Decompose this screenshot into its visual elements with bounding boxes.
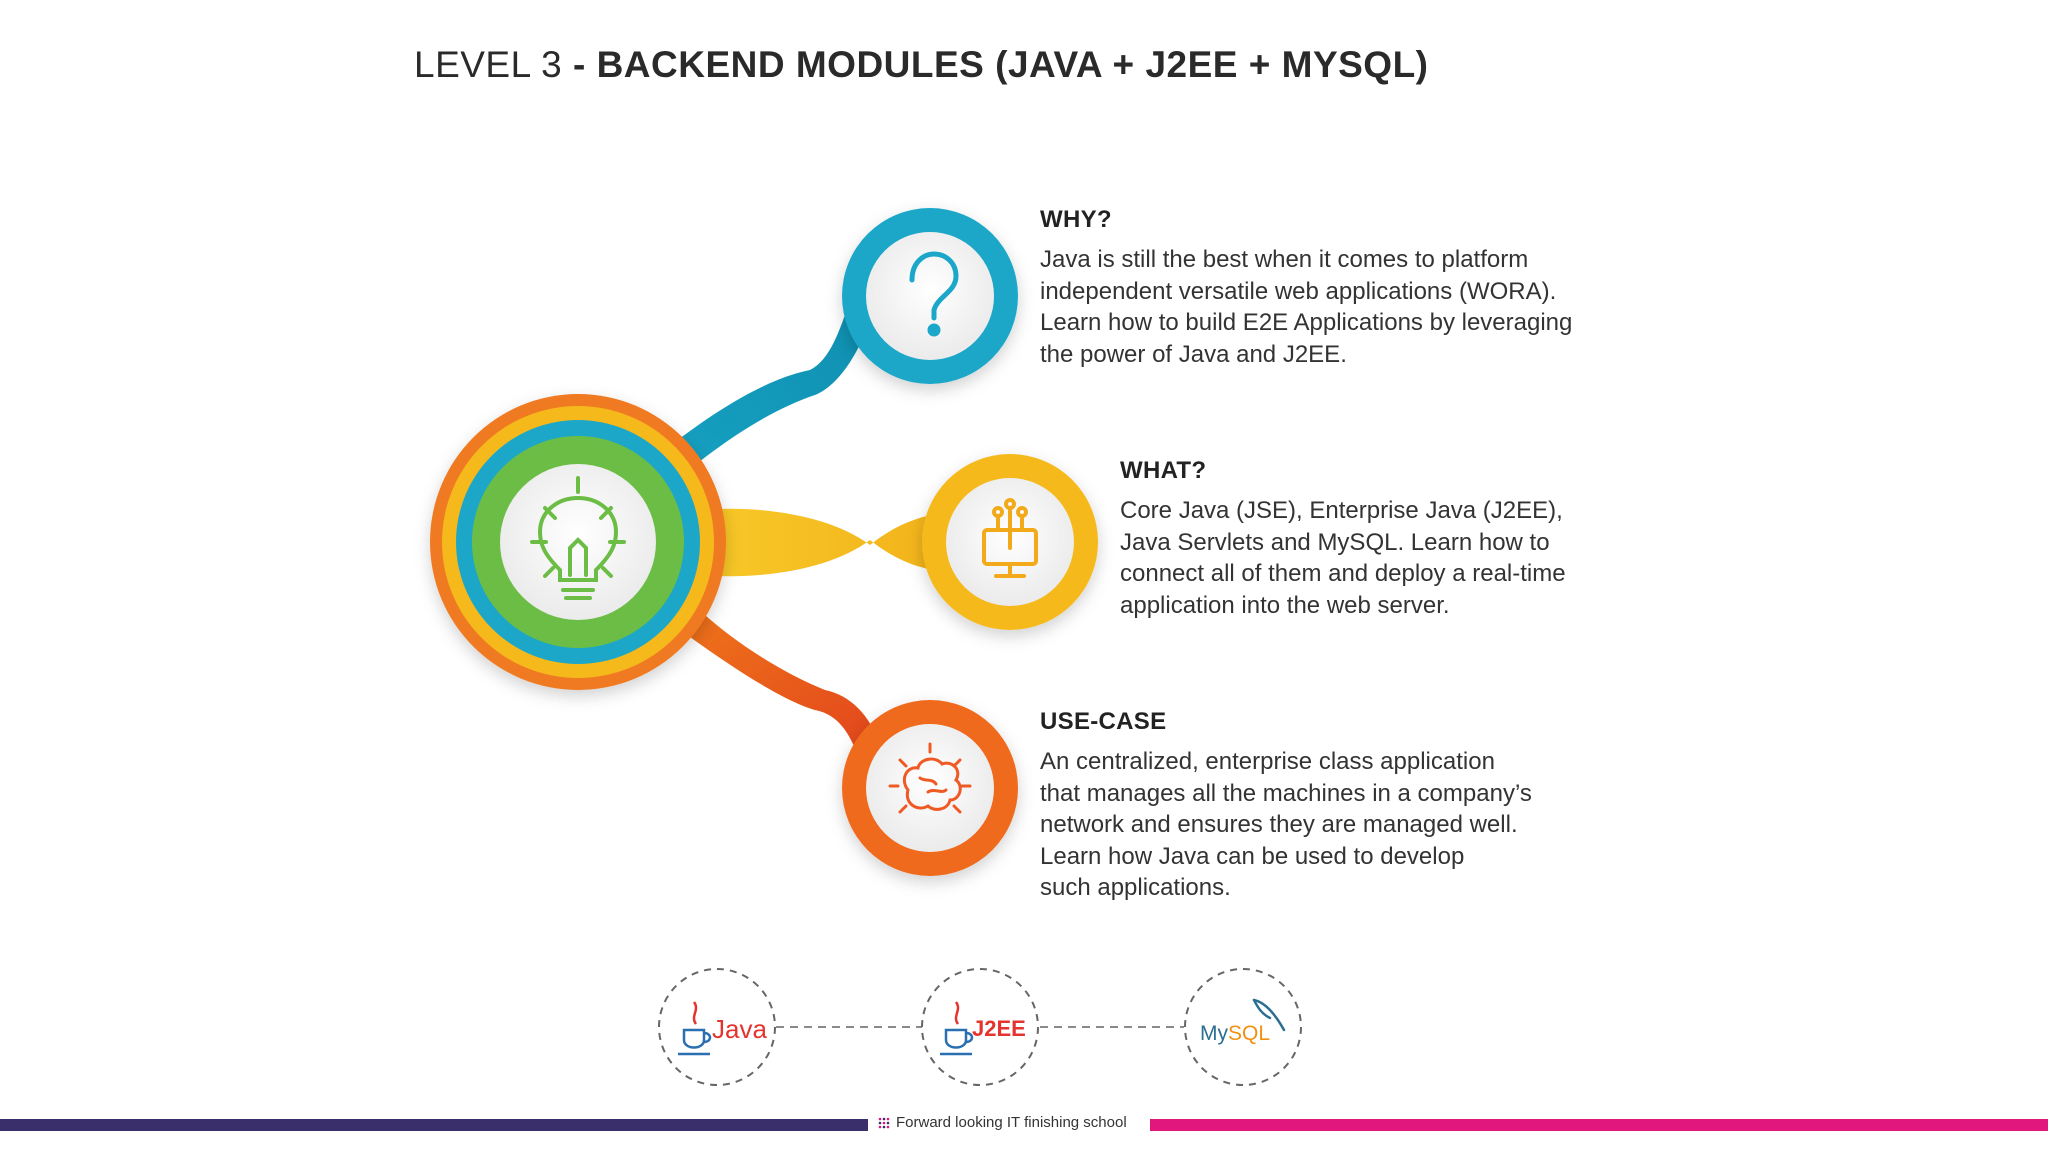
dolphin-icon [1252, 998, 1286, 1032]
mysql-logo-text: MySQL [1200, 1022, 1270, 1045]
java-cup-icon [940, 1001, 974, 1056]
why-heading: WHY? [1040, 206, 1112, 233]
brain-icon [888, 742, 972, 814]
footer-bar-right [1150, 1119, 2048, 1131]
usecase-section: USE-CASE An centralized, enterprise clas… [1040, 708, 1680, 904]
java-logo-text: Java [712, 1014, 767, 1044]
usecase-heading: USE-CASE [1040, 708, 1167, 735]
ribbon-what [700, 508, 950, 577]
mysql-logo-text-my: My [1200, 1022, 1228, 1045]
title-main: - BACKEND MODULES (JAVA + J2EE + MYSQL) [562, 44, 1429, 85]
what-heading: WHAT? [1120, 457, 1207, 484]
java-cup-icon [678, 1001, 712, 1056]
ribbon-why [640, 300, 870, 495]
question-mark-icon [909, 251, 959, 337]
j2ee-logo-text: J2EE [972, 1016, 1026, 1041]
brand-dots-icon [878, 1117, 890, 1128]
ribbon-usecase [660, 590, 880, 760]
what-section: WHAT? Core Java (JSE), Enterprise Java (… [1120, 457, 1760, 621]
what-body: Core Java (JSE), Enterprise Java (J2EE),… [1120, 497, 1566, 619]
usecase-body: An centralized, enterprise class applica… [1040, 748, 1532, 901]
title-level: LEVEL 3 [414, 44, 563, 85]
page-title: LEVEL 3 - BACKEND MODULES (JAVA + J2EE +… [414, 44, 1429, 86]
circuit-monitor-icon [982, 498, 1038, 578]
j2ee-logo: J2EE [921, 968, 1039, 1086]
why-circle [842, 208, 1018, 384]
footer-tagline: Forward looking IT finishing school [878, 1114, 1127, 1131]
why-body: Java is still the best when it comes to … [1040, 246, 1573, 368]
footer-tagline-text: Forward looking IT finishing school [896, 1114, 1127, 1131]
why-section: WHY? Java is still the best when it come… [1040, 206, 1680, 370]
mysql-logo: MySQL [1184, 968, 1302, 1086]
lightbulb-icon [530, 476, 626, 600]
usecase-circle [842, 700, 1018, 876]
footer-bar-left [0, 1119, 868, 1131]
mysql-logo-text-sql: SQL [1228, 1022, 1270, 1045]
java-logo: Java [658, 968, 776, 1086]
